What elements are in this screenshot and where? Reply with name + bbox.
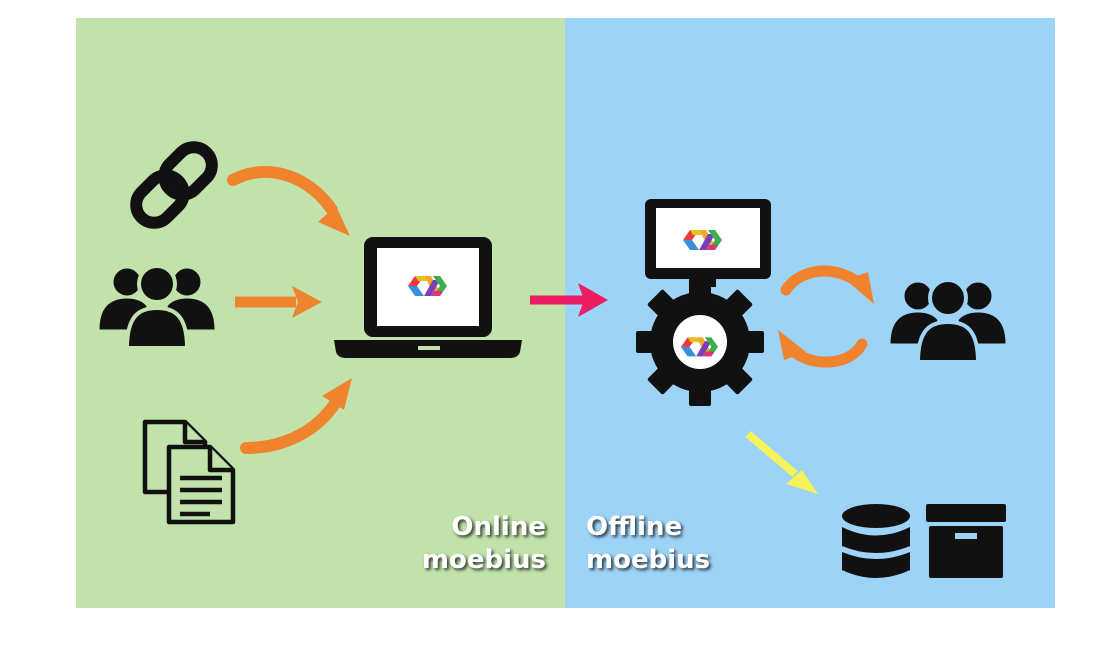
online-label-line1: Online	[451, 512, 546, 542]
arrow-chain-to-laptop	[227, 166, 350, 236]
online-moebius-label: Online moebius	[414, 511, 546, 577]
arrow-gear-to-users	[780, 265, 874, 304]
database-icon	[842, 504, 910, 578]
archive-box-icon	[926, 504, 1006, 578]
arrow-laptop-to-server	[530, 283, 608, 317]
arrow-gear-to-storage	[745, 430, 818, 494]
arrow-documents-to-laptop	[240, 378, 352, 454]
arrow-users-to-laptop	[235, 286, 322, 318]
arrow-users-to-gear	[778, 330, 868, 368]
offline-moebius-label: Offline moebius	[586, 511, 726, 577]
chain-link-icon	[130, 141, 218, 229]
offline-label-line2: moebius	[586, 545, 711, 575]
offline-label-line1: Offline	[586, 512, 683, 542]
online-label-line2: moebius	[421, 545, 546, 575]
laptop-icon	[334, 237, 522, 358]
documents-icon	[142, 419, 236, 525]
